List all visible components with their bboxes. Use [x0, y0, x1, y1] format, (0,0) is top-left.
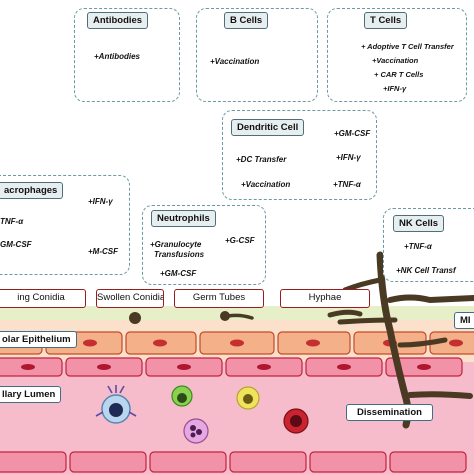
- endothelium-cells: [0, 357, 463, 377]
- dendritic-item-vaccination: +Vaccination: [241, 180, 291, 189]
- dendritic-item-ifn: +IFN-γ: [336, 153, 361, 162]
- fungal-conidia: [129, 311, 254, 324]
- neutrophils-title: Neutrophils: [151, 210, 216, 227]
- neutrophil-lumen: [183, 418, 209, 444]
- epithelium-label: olar Epithelium: [0, 331, 77, 348]
- right-edge-label: MI: [454, 312, 474, 329]
- neutrophils-item-granulocyte: +Granulocyte: [150, 240, 202, 249]
- macrophages-title: acrophages: [0, 182, 64, 199]
- t-cells-item-vaccination: +Vaccination: [372, 56, 419, 65]
- dendritic-item-dc-transfer: +DC Transfer: [236, 155, 287, 164]
- stage-germ-tubes: Germ Tubes: [174, 289, 264, 308]
- t-cells-title: T Cells: [364, 12, 408, 29]
- nk-cells-item-transfer: +NK Cell Transf: [396, 266, 456, 275]
- stage-swollen-conidia: Swollen Conidia: [96, 289, 164, 308]
- surface-layer: [0, 306, 474, 320]
- stage-hyphae: Hyphae: [280, 289, 370, 308]
- macrophages-item-mcsf: +M-CSF: [88, 247, 118, 256]
- antibodies-title: Antibodies: [87, 12, 149, 29]
- nk-cells-title: NK Cells: [393, 215, 445, 232]
- neutrophils-item-gcsf: +G-CSF: [225, 236, 255, 245]
- macrophages-item-gmcsf: GM-CSF: [0, 240, 32, 249]
- t-cells-item-adoptive: + Adoptive T Cell Transfer: [361, 42, 454, 51]
- nk-cells-item-tnf: +TNF-α: [404, 242, 432, 251]
- neutrophils-item-transfusions: Transfusions: [154, 250, 205, 259]
- t-cells-item-car: + CAR T Cells: [374, 70, 424, 79]
- bottom-endothelium: [0, 451, 467, 473]
- neutrophils-item-gmcsf: +GM-CSF: [160, 269, 197, 278]
- b-cells-item: +Vaccination: [210, 57, 260, 66]
- epithelium-cells: [0, 331, 474, 355]
- macrophages-item-ifn: +IFN-γ: [88, 197, 113, 206]
- lumen-label: llary Lumen: [0, 386, 62, 403]
- dendritic-title: Dendritic Cell: [231, 119, 305, 136]
- stage-resting-conidia: ing Conidia: [0, 289, 86, 308]
- dissemination-label: Dissemination: [346, 404, 433, 421]
- red-cell-lumen: [283, 408, 309, 434]
- nk-cell-lumen: [171, 385, 193, 407]
- dendritic-item-tnf: +TNF-α: [333, 180, 361, 189]
- macrophages-item-tnf: TNF-α: [0, 217, 24, 226]
- cd-cell-lumen: [236, 386, 260, 410]
- t-cells-item-ifn: +IFN-γ: [383, 84, 407, 93]
- dendritic-item-gmcsf: +GM-CSF: [334, 129, 371, 138]
- b-cells-title: B Cells: [224, 12, 269, 29]
- b-cell-lumen: [95, 385, 137, 424]
- antibodies-item: +Antibodies: [94, 52, 141, 61]
